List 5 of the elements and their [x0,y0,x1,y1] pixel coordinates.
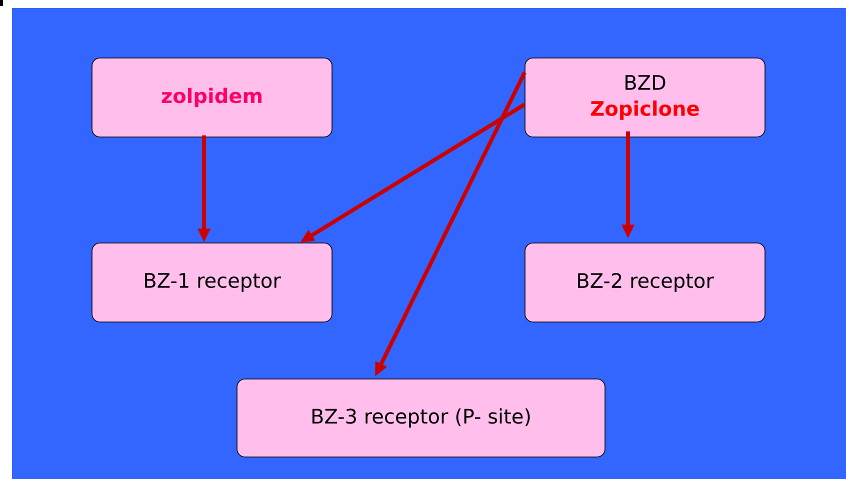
text-box: zolpidem [92,58,332,138]
text-box: BZD Zopiclone [524,58,766,138]
text-box: BZ-1 receptor [92,242,332,322]
text-box: BZ-2 receptor [524,242,766,322]
text-box: BZ-3 receptor (P- site) [236,378,606,458]
